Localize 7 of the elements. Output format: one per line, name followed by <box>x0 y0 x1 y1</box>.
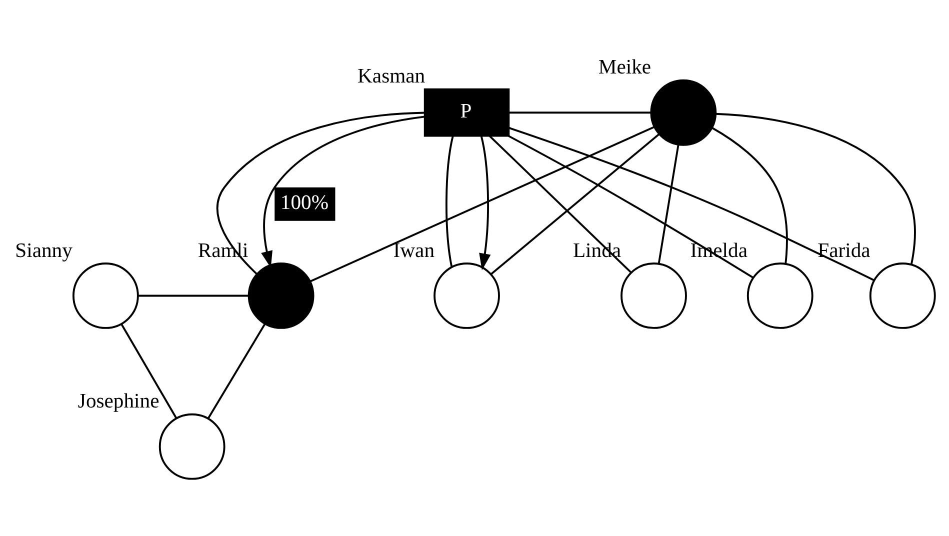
node-label: Sianny <box>15 240 72 262</box>
node-label: Iwan <box>393 240 435 262</box>
edge-label: 100% <box>280 192 329 214</box>
node-label: Josephine <box>78 390 160 413</box>
node-label: Farida <box>818 240 870 262</box>
node-label: Kasman <box>358 66 426 88</box>
node-label: Meike <box>598 56 652 79</box>
